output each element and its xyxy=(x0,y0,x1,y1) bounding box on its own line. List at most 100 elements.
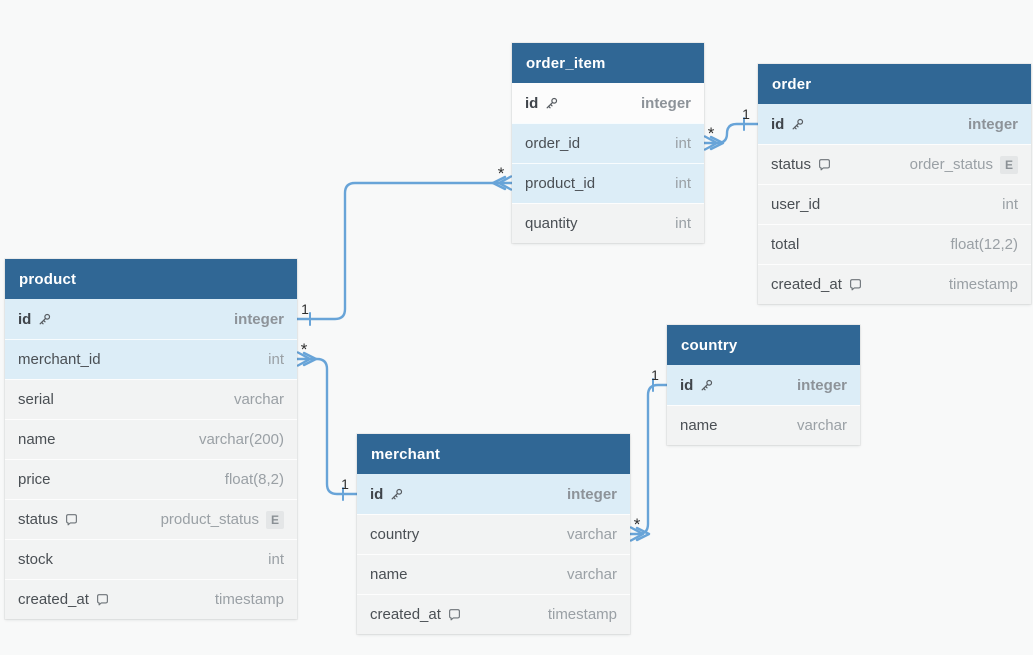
column-type: timestamp xyxy=(214,591,284,608)
comment-icon xyxy=(817,157,832,172)
column-row-order_item-id[interactable]: id integer xyxy=(512,83,704,123)
table-name: order_item xyxy=(526,54,606,72)
table-columns: id integer country varchar xyxy=(357,474,630,634)
cardinality-label: 1 xyxy=(742,106,750,122)
column-type: int xyxy=(268,351,284,368)
column-name: name xyxy=(370,566,408,583)
column-type: int xyxy=(675,135,691,152)
relation-line xyxy=(295,181,514,321)
column-row-merchant-name[interactable]: name varchar xyxy=(357,554,630,594)
column-type: integer xyxy=(796,376,847,394)
column-row-order-id[interactable]: id integer xyxy=(758,104,1031,144)
column-row-product-status[interactable]: status product_status E xyxy=(5,499,297,539)
column-type: float(8,2) xyxy=(224,471,284,488)
crows-foot-icon xyxy=(703,135,719,151)
primary-key-icon xyxy=(790,117,805,132)
column-row-merchant-id[interactable]: id integer xyxy=(357,474,630,514)
column-row-order-total[interactable]: total float(12,2) xyxy=(758,224,1031,264)
table-header[interactable]: country xyxy=(667,325,860,365)
relation-line xyxy=(702,122,760,145)
table-columns: id integer merchant_id int xyxy=(5,299,297,619)
table-header[interactable]: merchant xyxy=(357,434,630,474)
entity-table-country[interactable]: country id integer name xyxy=(667,325,860,445)
table-columns: id integer order_id int xyxy=(512,83,704,243)
column-type: int xyxy=(268,551,284,568)
entity-table-order_item[interactable]: order_item id integer order_id xyxy=(512,43,704,243)
entity-table-order[interactable]: order id integer status xyxy=(758,64,1031,304)
primary-key-icon xyxy=(37,312,52,327)
column-type: int xyxy=(1002,196,1018,213)
column-type: integer xyxy=(640,94,691,112)
column-row-product-merchant_id[interactable]: merchant_id int xyxy=(5,339,297,379)
column-name: created_at xyxy=(18,591,89,608)
column-row-product-serial[interactable]: serial varchar xyxy=(5,379,297,419)
column-row-order-created_at[interactable]: created_at timestamp xyxy=(758,264,1031,304)
crows-foot-icon xyxy=(296,351,312,367)
cardinality-label: 1 xyxy=(301,301,309,317)
column-row-country-name[interactable]: name varchar xyxy=(667,405,860,445)
cardinality-label: * xyxy=(301,340,308,359)
column-name: name xyxy=(680,417,718,434)
table-header[interactable]: order_item xyxy=(512,43,704,83)
cardinality-label: * xyxy=(708,124,715,143)
crows-foot-icon xyxy=(491,175,507,191)
column-name: id xyxy=(370,485,384,503)
table-columns: id integer status xyxy=(758,104,1031,304)
column-row-merchant-country[interactable]: country varchar xyxy=(357,514,630,554)
enum-badge: E xyxy=(1000,155,1018,174)
column-row-product-id[interactable]: id integer xyxy=(5,299,297,339)
relation-line xyxy=(295,357,359,496)
column-name: total xyxy=(771,236,800,253)
column-name: order_id xyxy=(525,135,581,152)
crows-foot-icon xyxy=(629,526,645,542)
entity-table-merchant[interactable]: merchant id integer country xyxy=(357,434,630,634)
column-row-product-name[interactable]: name varchar(200) xyxy=(5,419,297,459)
column-name: name xyxy=(18,431,56,448)
primary-key-icon xyxy=(699,378,714,393)
cardinality-label: 1 xyxy=(341,476,349,492)
column-row-product-stock[interactable]: stock int xyxy=(5,539,297,579)
column-name: status xyxy=(771,156,812,173)
column-name: country xyxy=(370,526,420,543)
column-row-order_item-product_id[interactable]: product_id int xyxy=(512,163,704,203)
column-type: integer xyxy=(967,115,1018,133)
column-row-product-created_at[interactable]: created_at timestamp xyxy=(5,579,297,619)
primary-key-icon xyxy=(544,96,559,111)
column-name: id xyxy=(771,115,785,133)
column-row-product-price[interactable]: price float(8,2) xyxy=(5,459,297,499)
column-type: integer xyxy=(233,310,284,328)
column-name: id xyxy=(525,94,539,112)
column-name: id xyxy=(18,310,32,328)
column-row-order_item-order_id[interactable]: order_id int xyxy=(512,123,704,163)
crows-foot-icon xyxy=(635,526,651,542)
table-header[interactable]: product xyxy=(5,259,297,299)
column-row-country-id[interactable]: id integer xyxy=(667,365,860,405)
column-name: product_id xyxy=(525,175,596,192)
column-row-order-status[interactable]: status order_status E xyxy=(758,144,1031,184)
column-row-order-user_id[interactable]: user_id int xyxy=(758,184,1031,224)
column-type: int xyxy=(675,175,691,192)
column-name: created_at xyxy=(370,606,441,623)
table-name: product xyxy=(19,270,77,288)
column-type: order_status xyxy=(909,156,993,173)
column-name: status xyxy=(18,511,59,528)
column-type: varchar xyxy=(566,526,617,543)
column-type: integer xyxy=(566,485,617,503)
column-type: timestamp xyxy=(547,606,617,623)
column-name: user_id xyxy=(771,196,821,213)
column-type: varchar xyxy=(233,391,284,408)
cardinality-label: * xyxy=(498,164,505,183)
comment-icon xyxy=(64,512,79,527)
crows-foot-icon xyxy=(302,351,318,367)
table-columns: id integer name varchar xyxy=(667,365,860,445)
comment-icon xyxy=(447,607,462,622)
column-name: merchant_id xyxy=(18,351,101,368)
table-header[interactable]: order xyxy=(758,64,1031,104)
cardinality-label: * xyxy=(634,515,641,534)
enum-badge: E xyxy=(266,510,284,529)
column-row-merchant-created_at[interactable]: created_at timestamp xyxy=(357,594,630,634)
column-row-order_item-quantity[interactable]: quantity int xyxy=(512,203,704,243)
column-name: serial xyxy=(18,391,54,408)
entity-table-product[interactable]: product id integer merchant_id xyxy=(5,259,297,619)
